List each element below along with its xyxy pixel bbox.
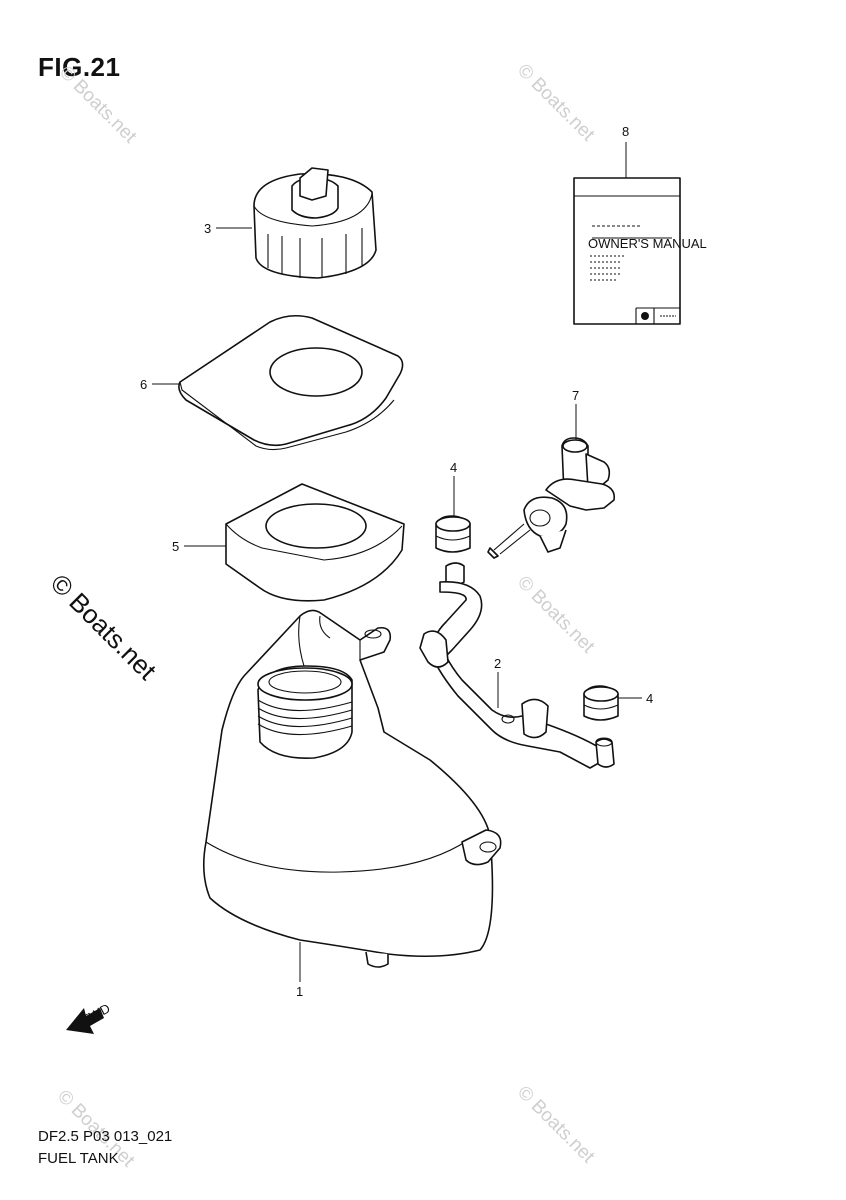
callout-4-upper: 4 [450, 460, 457, 475]
grommet-lower [583, 685, 619, 721]
callout-3: 3 [204, 221, 211, 236]
callout-2: 2 [494, 656, 501, 671]
tank-gasket [178, 314, 404, 451]
owners-manual: OWNER'S MANUAL [573, 177, 707, 325]
callout-8: 8 [622, 124, 629, 139]
fuel-pipe-bracket [419, 562, 615, 769]
fwd-arrow: FWD [66, 1001, 113, 1034]
fuel-cap [253, 167, 377, 279]
model-code: DF2.5 P03 013_021 [38, 1128, 173, 1145]
callout-7: 7 [572, 388, 579, 403]
fwd-label: FWD [79, 1001, 112, 1028]
figure-title: FIG.21 [38, 52, 121, 82]
tank-cushion [225, 483, 405, 602]
diagram-name: FUEL TANK [38, 1150, 119, 1167]
callout-1: 1 [296, 984, 303, 999]
fuel-cock [487, 437, 616, 559]
callout-5: 5 [172, 539, 179, 554]
callout-4-lower: 4 [646, 691, 653, 706]
manual-heading: OWNER'S MANUAL [588, 236, 707, 251]
callout-6: 6 [140, 377, 147, 392]
grommet-upper [435, 515, 471, 553]
fuel-tank [202, 609, 502, 968]
